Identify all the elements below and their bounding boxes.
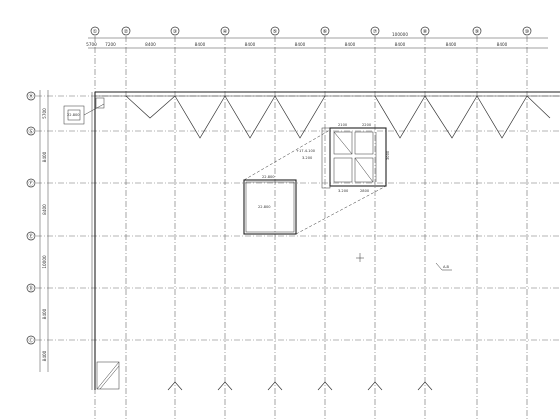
right-note: A-B — [443, 265, 450, 269]
svg-text:Ⓔ: Ⓔ — [28, 233, 33, 240]
left-span-dimension: 8400 — [42, 308, 47, 319]
dim-3200: 3.200 — [338, 189, 349, 193]
svg-text:②: ② — [124, 29, 129, 35]
dim-2800: 2800 — [360, 189, 370, 193]
column-bubble: ⑥ — [320, 26, 330, 36]
svg-text:Ⓕ: Ⓕ — [28, 180, 33, 187]
svg-text:Ⓗ: Ⓗ — [28, 93, 33, 100]
left-dimension-chain: 5700 8400 8400 10000 8400 8400 — [39, 90, 49, 372]
top-span-dimension: 8400 — [145, 42, 156, 47]
slab-sub-label: 22.800 — [258, 205, 271, 209]
svg-text:⑤: ⑤ — [273, 29, 277, 35]
projection-lines: +17.4.100 — [243, 129, 387, 235]
column-bubble: ① — [90, 26, 100, 36]
top-span-dimension: 8400 — [446, 42, 457, 47]
svg-text:Ⓒ: Ⓒ — [28, 337, 33, 344]
top-span-dimension: 8400 — [195, 42, 206, 47]
column-bubble: ⑩ — [522, 26, 532, 36]
svg-text:①: ① — [93, 29, 98, 35]
dim-2200: 2200 — [362, 123, 372, 127]
svg-text:⑦: ⑦ — [373, 29, 378, 35]
row-axis-bubbles: Ⓗ Ⓖ Ⓕ Ⓔ Ⓓ Ⓒ — [26, 91, 36, 345]
svg-text:Ⓖ: Ⓖ — [28, 128, 33, 135]
row-bubble: Ⓒ — [26, 335, 36, 345]
column-bubble: ⑦ — [370, 26, 380, 36]
grid-axis-lines — [36, 36, 560, 420]
left-span-dimension: 8400 — [42, 151, 47, 162]
top-span-dimension: 8400 — [395, 42, 406, 47]
svg-text:④: ④ — [223, 29, 228, 35]
left-span-dimension: 8400 — [42, 350, 47, 361]
roof-slab-box: 22.800 22.800 — [243, 175, 297, 235]
row-bubble: Ⓗ — [26, 91, 36, 101]
row-bubble: Ⓓ — [26, 283, 36, 293]
svg-text:⑧: ⑧ — [423, 29, 428, 35]
svg-text:⑩: ⑩ — [525, 29, 530, 35]
roof-equipment-box: 22.800 — [63, 103, 105, 125]
svg-text:⑥: ⑥ — [323, 29, 328, 35]
left-span-dimension: 10000 — [42, 255, 47, 269]
column-axis-bubbles: ① ② ③ ④ ⑤ ⑥ ⑦ ⑧ ⑨ ⑩ — [90, 26, 532, 36]
svg-text:③: ③ — [173, 29, 177, 35]
column-bubble: ⑤ — [270, 26, 280, 36]
column-bubble: ⑨ — [472, 26, 482, 36]
building-outline — [91, 91, 560, 390]
svg-text:Ⓓ: Ⓓ — [28, 285, 33, 292]
equipment-label: 22.800 — [67, 113, 80, 117]
roof-truss-pattern — [125, 95, 551, 391]
stair-elevator-room: 2100 2200 3.200 2800 3000 3.200 — [302, 123, 390, 193]
room-elevation-1: +17.4.100 — [296, 149, 316, 153]
row-bubble: Ⓕ — [26, 178, 36, 188]
top-span-dimension: 8400 — [245, 42, 256, 47]
top-dimension-chain: 100000 5700 7200 8400 8400 8400 8400 8400 8400 8… — [86, 32, 548, 49]
left-span-dimension: 5700 — [42, 108, 47, 119]
top-span-dimension: 8400 — [295, 42, 306, 47]
top-span-dimension: 8400 — [345, 42, 356, 47]
svg-text:⑨: ⑨ — [475, 29, 479, 35]
misc-markers: A-B — [356, 253, 452, 271]
row-bubble: Ⓖ — [26, 126, 36, 136]
top-span-dimension: 5700 — [86, 42, 97, 47]
row-bubble: Ⓔ — [26, 231, 36, 241]
column-bubble: ⑧ — [420, 26, 430, 36]
column-bubble: ④ — [220, 26, 230, 36]
dim-3000: 3000 — [386, 150, 390, 160]
slab-elevation: 22.800 — [262, 175, 275, 179]
left-span-dimension: 8400 — [42, 204, 47, 215]
column-bubble: ② — [121, 26, 131, 36]
top-span-dimension: 8400 — [497, 42, 508, 47]
dim-2100: 2100 — [338, 123, 348, 127]
top-span-dimension: 7200 — [105, 42, 116, 47]
column-bubble: ③ — [170, 26, 180, 36]
total-dimension: 100000 — [392, 32, 408, 37]
room-elevation-2: 3.200 — [302, 156, 313, 160]
